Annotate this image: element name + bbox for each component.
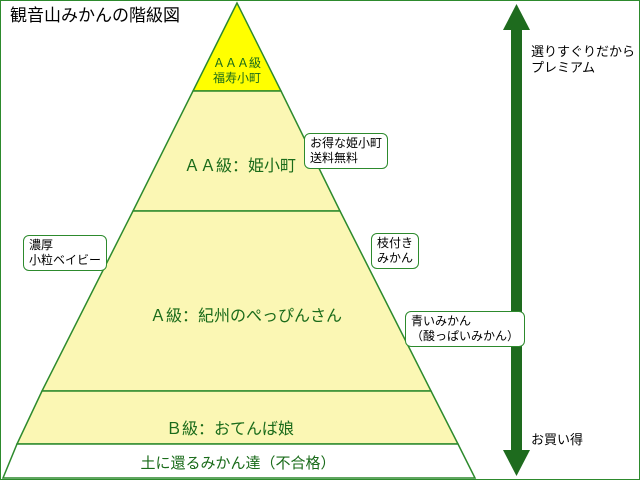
premium-label-line2: プレミアム — [531, 61, 596, 76]
callout-rich-small: 濃厚 小粒ベイビー — [23, 235, 108, 271]
callout-rich-small-line2: 小粒ベイビー — [29, 253, 102, 267]
diagram-title: 観音山みかんの階級図 — [8, 6, 182, 26]
premium-to-value-arrow — [503, 4, 530, 476]
premium-label: 選りすぐりだから プレミアム — [531, 45, 635, 77]
value-label: お買い得 — [531, 433, 584, 448]
tier-aaa-label: ＡＡＡ級 福寿小町 — [197, 56, 277, 86]
callout-with-branch-line2: みかん — [377, 251, 414, 265]
callout-rich-small-line1: 濃厚 — [29, 238, 54, 252]
callout-green-sour-line2: （酸っぱいみかん） — [411, 329, 520, 343]
callout-aa-bargain: お得な姫小町 送料無料 — [304, 133, 389, 169]
tier-aaa-grade: ＡＡＡ級 — [212, 56, 261, 70]
tier-b-label: Ｂ級：おてんば娘 — [165, 419, 294, 438]
tier-a-label: Ａ級：紀州のぺっぴんさん — [149, 306, 342, 325]
callout-green-sour: 青いみかん （酸っぱいみかん） — [405, 311, 526, 347]
callout-with-branch-line1: 枝付き — [377, 236, 414, 250]
callout-aa-bargain-line1: お得な姫小町 — [310, 136, 383, 150]
callout-green-sour-line1: 青いみかん — [411, 314, 472, 328]
tier-reject-label: 土に還るみかん達（不合格） — [140, 454, 336, 472]
callout-with-branch: 枝付き みかん — [371, 233, 420, 269]
tier-aa-label: ＡＡ級：姫小町 — [183, 156, 296, 175]
tier-aaa-name: 福寿小町 — [212, 71, 261, 85]
callout-aa-bargain-line2: 送料無料 — [310, 151, 359, 165]
tier-reject-shape — [1, 443, 477, 479]
premium-label-line1: 選りすぐりだから — [531, 45, 636, 60]
